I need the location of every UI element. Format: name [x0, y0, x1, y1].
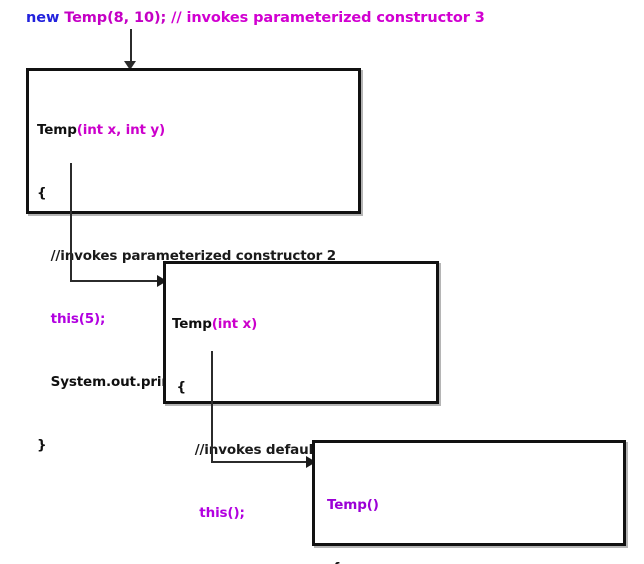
keyword-new: new — [26, 10, 65, 26]
signature-line-box2: Temp(int x) — [172, 314, 410, 335]
arrowhead-caller-to-box1 — [124, 61, 136, 70]
arrowhead-box2-to-box3 — [306, 456, 316, 468]
code-box-parameterized-constructor-2: Temp(int x) { //invokes default construc… — [163, 261, 439, 521]
close-brace-box1: } — [37, 437, 47, 453]
open-brace-box2: { — [172, 379, 187, 395]
connector-caller-to-box1-vertical — [130, 29, 132, 63]
connector-box2-to-box3-vertical — [211, 351, 213, 463]
code-box-parameterized-constructor-3: Temp(int x, int y) { //invokes parameter… — [26, 68, 361, 453]
connector-box1-to-box2-vertical — [70, 163, 72, 282]
signature-params-box1: (int x, int y) — [76, 122, 166, 138]
signature-name-box1: Temp — [37, 122, 77, 138]
signature-params-box2: (int x) — [211, 316, 258, 332]
arrowhead-box1-to-box2 — [157, 275, 167, 287]
comment-line-box1: //invokes parameterized constructor 2 — [37, 248, 336, 264]
code-block-box3: Temp() { System.out.println("default"); … — [327, 453, 575, 564]
this-call-box2: this(); — [172, 505, 245, 521]
connector-box1-to-box2-horizontal — [70, 280, 160, 282]
signature-line-box3: Temp() — [327, 495, 575, 516]
open-brace-box1: { — [37, 185, 47, 201]
signature-line-box1: Temp(int x, int y) — [37, 120, 336, 141]
connector-box2-to-box3-horizontal — [211, 461, 308, 463]
caller-comment: // invokes parameterized constructor 3 — [166, 10, 485, 26]
caller-call-expression: Temp(8, 10); — [64, 10, 167, 26]
signature-name-box2: Temp — [172, 316, 212, 332]
code-box-default-constructor: Temp() { System.out.println("default"); … — [312, 440, 626, 564]
signature-params-box3: Temp() — [327, 497, 379, 513]
caller-statement: new Temp(8, 10); // invokes parameterize… — [26, 10, 485, 26]
this-call-box1: this(5); — [37, 311, 106, 327]
open-brace-box3: { — [327, 558, 575, 564]
